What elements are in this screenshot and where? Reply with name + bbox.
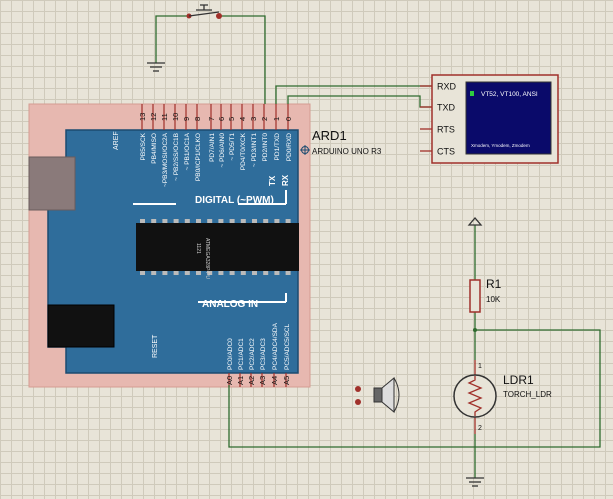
digital-pin-number: 7 <box>207 117 216 121</box>
digital-bracket <box>133 190 287 205</box>
digital-pin-number: 10 <box>171 113 180 121</box>
wire-d2-button <box>219 15 266 104</box>
ldr-pin2-label: 2 <box>478 425 482 432</box>
ground-symbol-2 <box>466 477 484 487</box>
chip-pins-top <box>140 219 291 223</box>
digital-pin-name: ~ PB1/OC1A <box>184 132 191 170</box>
ldr-model-label: TORCH_LDR <box>503 390 552 399</box>
resistor-value-label: 10K <box>486 295 501 304</box>
terminal-pin-rxd: RXD <box>437 82 457 92</box>
atmega-chip <box>136 223 299 271</box>
digital-pin-number: 11 <box>160 113 169 121</box>
digital-pin-number: 6 <box>217 117 226 121</box>
digital-pin-number: 13 <box>138 113 147 121</box>
digital-pin-name: ~ PB2/SS/OC1B <box>173 133 180 181</box>
terminal-pin-rts: RTS <box>437 125 455 135</box>
aref-label: AREF <box>113 131 120 150</box>
digital-pin-number: 2 <box>260 117 269 121</box>
digital-pin-number: 12 <box>149 113 158 121</box>
digital-header: DIGITAL (~PWM) <box>195 195 274 206</box>
digital-pin-name: ~ PD5/T1 <box>229 133 236 161</box>
analog-pin-name: PC1/ADC1 <box>238 338 245 370</box>
wire-button-ground <box>155 15 189 63</box>
digital-pin-name: PB0/ICP1/CLKO <box>195 133 202 181</box>
digital-pin-stubs <box>141 104 289 130</box>
digital-pin-number: 8 <box>193 117 202 121</box>
push-button[interactable] <box>186 4 223 19</box>
analog-pin-name: PC0/ADC0 <box>227 338 234 370</box>
analog-pin-name: PC5/ADC5/SCL <box>284 323 291 370</box>
analog-pin-name: PC4/ADC4/SDA <box>272 322 279 370</box>
digital-pin-names: PB5/SCK PB4/MISO ~PB3/MOSI/OC2A ~ PB2/SS/OC… <box>140 132 293 187</box>
digital-pin-number: 9 <box>182 117 191 121</box>
analog-bracket <box>198 293 287 303</box>
analog-header: ANALOG IN <box>202 299 258 310</box>
digital-pin-name: ~ PD6/AIN0 <box>219 133 226 168</box>
analog-pin-number: A3 <box>258 376 267 385</box>
chip-pins-bottom <box>140 271 291 275</box>
analog-pin-name: PC3/ADC3 <box>260 338 267 370</box>
digital-pin-name: ~ PD3/INT1 <box>251 133 258 168</box>
digital-pin-name: ~PB3/MOSI/OC2A <box>162 132 169 187</box>
wires <box>155 15 601 478</box>
analog-pin-number: A2 <box>247 376 256 385</box>
rx-label: RX <box>281 174 290 186</box>
ldr-component[interactable] <box>453 360 497 434</box>
power-terminal <box>467 217 483 226</box>
tx-label: TX <box>268 175 277 186</box>
ground-symbol-1 <box>147 62 165 72</box>
digital-pin-name: PB5/SCK <box>140 132 147 160</box>
terminal-cursor-icon <box>470 91 474 96</box>
digital-pin-number: 1 <box>272 117 281 121</box>
analog-pin-number: A4 <box>270 376 279 385</box>
analog-pin-number: A5 <box>282 376 291 385</box>
arduino-model-label: ARDUINO UNO R3 <box>312 147 382 156</box>
ldr-ref-label: LDR1 <box>503 373 534 387</box>
terminal-pin-txd: TXD <box>437 103 456 113</box>
digital-pin-name: PD7/AIN1 <box>209 133 216 162</box>
origin-marker-icon <box>300 145 310 155</box>
digital-pin-name: PD1/TXD <box>274 133 281 161</box>
ldr-pin1-label: 1 <box>478 363 482 370</box>
chip-label: ATMEGA328P-PU <box>204 238 210 279</box>
digital-pin-name: PD2/INT0 <box>262 133 269 162</box>
digital-pin-number: 3 <box>249 117 258 121</box>
wire-node-loop <box>475 329 601 448</box>
digital-pin-number: 5 <box>227 117 236 121</box>
analog-pin-stubs <box>228 373 287 387</box>
power-jack <box>47 304 115 348</box>
virtual-terminal[interactable] <box>420 74 559 164</box>
digital-pin-name: PD0/RXD <box>286 133 293 161</box>
digital-pin-name: PD4/T0/XCK <box>240 132 247 170</box>
usb-connector <box>28 156 76 211</box>
resistor-ref-label: R1 <box>486 277 502 291</box>
analog-pin-names: PC0/ADC0 PC1/ADC1 PC2/ADC2 PC3/ADC3 PC4/ADC4… <box>227 322 291 370</box>
arduino-ref-label: ARD1 <box>312 128 347 143</box>
analog-pin-number: A0 <box>225 376 234 385</box>
junction-dot <box>473 328 477 332</box>
terminal-pin-cts: CTS <box>437 147 455 157</box>
terminal-pin-labels: RXD TXD RTS CTS <box>437 82 457 157</box>
terminal-screen <box>465 81 552 155</box>
wire-a0-node <box>228 385 475 448</box>
analog-pin-name: PC2/ADC2 <box>249 338 256 370</box>
chip-code: 1121 <box>195 243 201 254</box>
digital-pin-number: 0 <box>284 117 293 121</box>
digital-pin-name: PB4/MISO <box>151 133 158 164</box>
speaker-icon[interactable] <box>355 376 400 414</box>
wire-d1-rxd <box>275 85 432 104</box>
analog-pin-number: A1 <box>236 376 245 385</box>
digital-pin-number: 4 <box>238 117 247 121</box>
terminal-screen-title: VT52, VT100, ANSI <box>481 91 538 98</box>
resistor-r1[interactable] <box>469 279 481 313</box>
terminal-screen-footer: Xmodem, Ymodem, Zmodem <box>471 143 530 148</box>
reset-label: RESET <box>152 334 159 358</box>
